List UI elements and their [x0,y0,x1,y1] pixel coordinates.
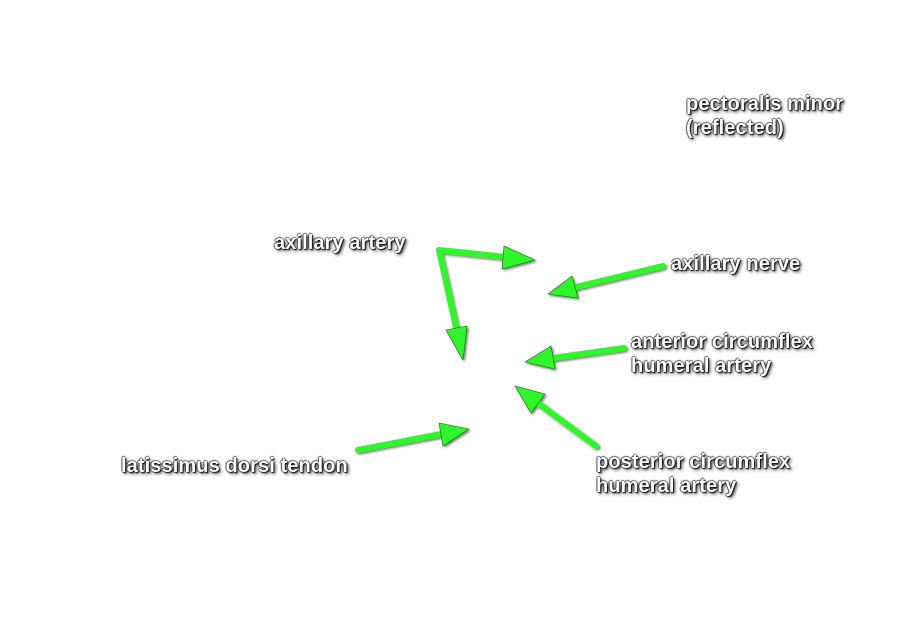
label-line: humeral artery [631,355,772,377]
label-pectoralis-minor: pectoralis minor (reflected) [686,92,843,140]
label-posterior-circumflex-humeral-artery: posterior circumflex humeral artery [596,450,790,498]
latissimus-dorsi-arrow [355,422,470,453]
label-axillary-nerve: axillary nerve [671,252,800,276]
axillary-nerve-arrow [547,263,666,299]
label-line: pectoralis minor [686,93,844,115]
anterior-circumflex-arrow [524,345,627,370]
label-axillary-artery: axillary artery [274,231,406,255]
label-latissimus-dorsi-tendon: latissimus dorsi tendon [121,454,348,478]
axillary-artery-arrow-down [436,247,468,361]
label-line: latissimus dorsi tendon [121,455,348,477]
label-anterior-circumflex-humeral-artery: anterior circumflex humeral artery [631,330,813,378]
axillary-artery-arrow-right [436,245,536,270]
label-line: anterior circumflex [631,331,813,353]
label-line: axillary nerve [671,253,801,275]
label-line: humeral artery [596,475,737,497]
label-line: axillary artery [274,232,406,254]
label-line: posterior circumflex [596,451,791,473]
posterior-circumflex-arrow [514,385,599,449]
label-line: (reflected) [686,117,784,139]
